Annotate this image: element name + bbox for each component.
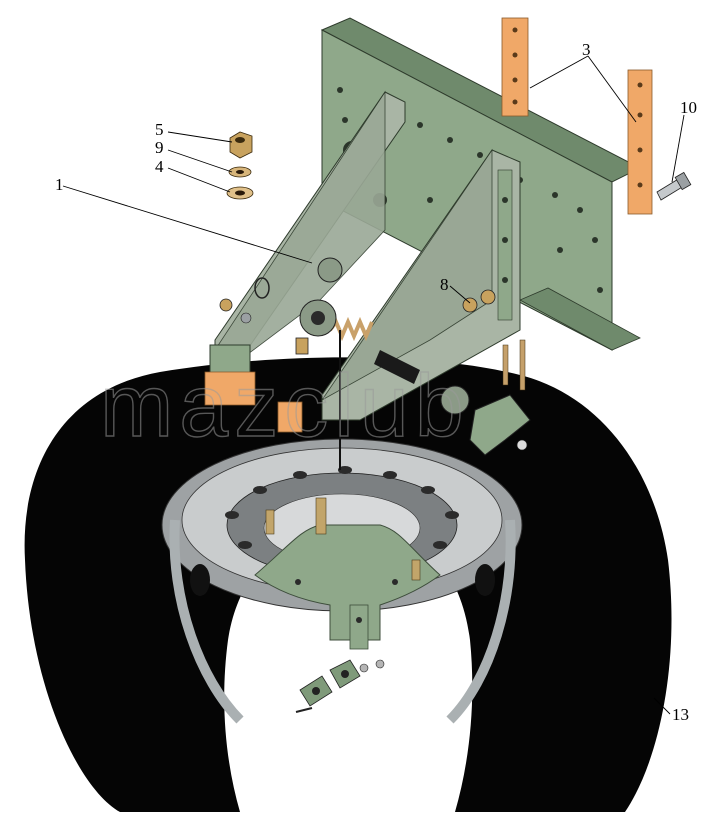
callout-10: 10: [680, 98, 697, 117]
callout-9: 9: [155, 138, 164, 157]
orange-plates: [501, 17, 653, 215]
tire-body: [24, 357, 672, 812]
callout-8: 8: [440, 275, 449, 294]
spare-tire: [24, 357, 672, 812]
nut-washer-stack: [226, 131, 254, 200]
callout-4: 4: [155, 157, 164, 176]
callout-leaders: [62, 55, 685, 715]
hub-plate: [254, 497, 441, 650]
callout-3: 3: [582, 40, 591, 59]
bolt-10: [656, 171, 692, 201]
hub-fasteners: [295, 659, 385, 713]
crank-mechanism: [204, 257, 531, 470]
callout-13: 13: [672, 705, 689, 724]
callout-5: 5: [155, 120, 164, 139]
watermark: mazclub: [100, 356, 470, 455]
callout-1: 1: [55, 175, 64, 194]
